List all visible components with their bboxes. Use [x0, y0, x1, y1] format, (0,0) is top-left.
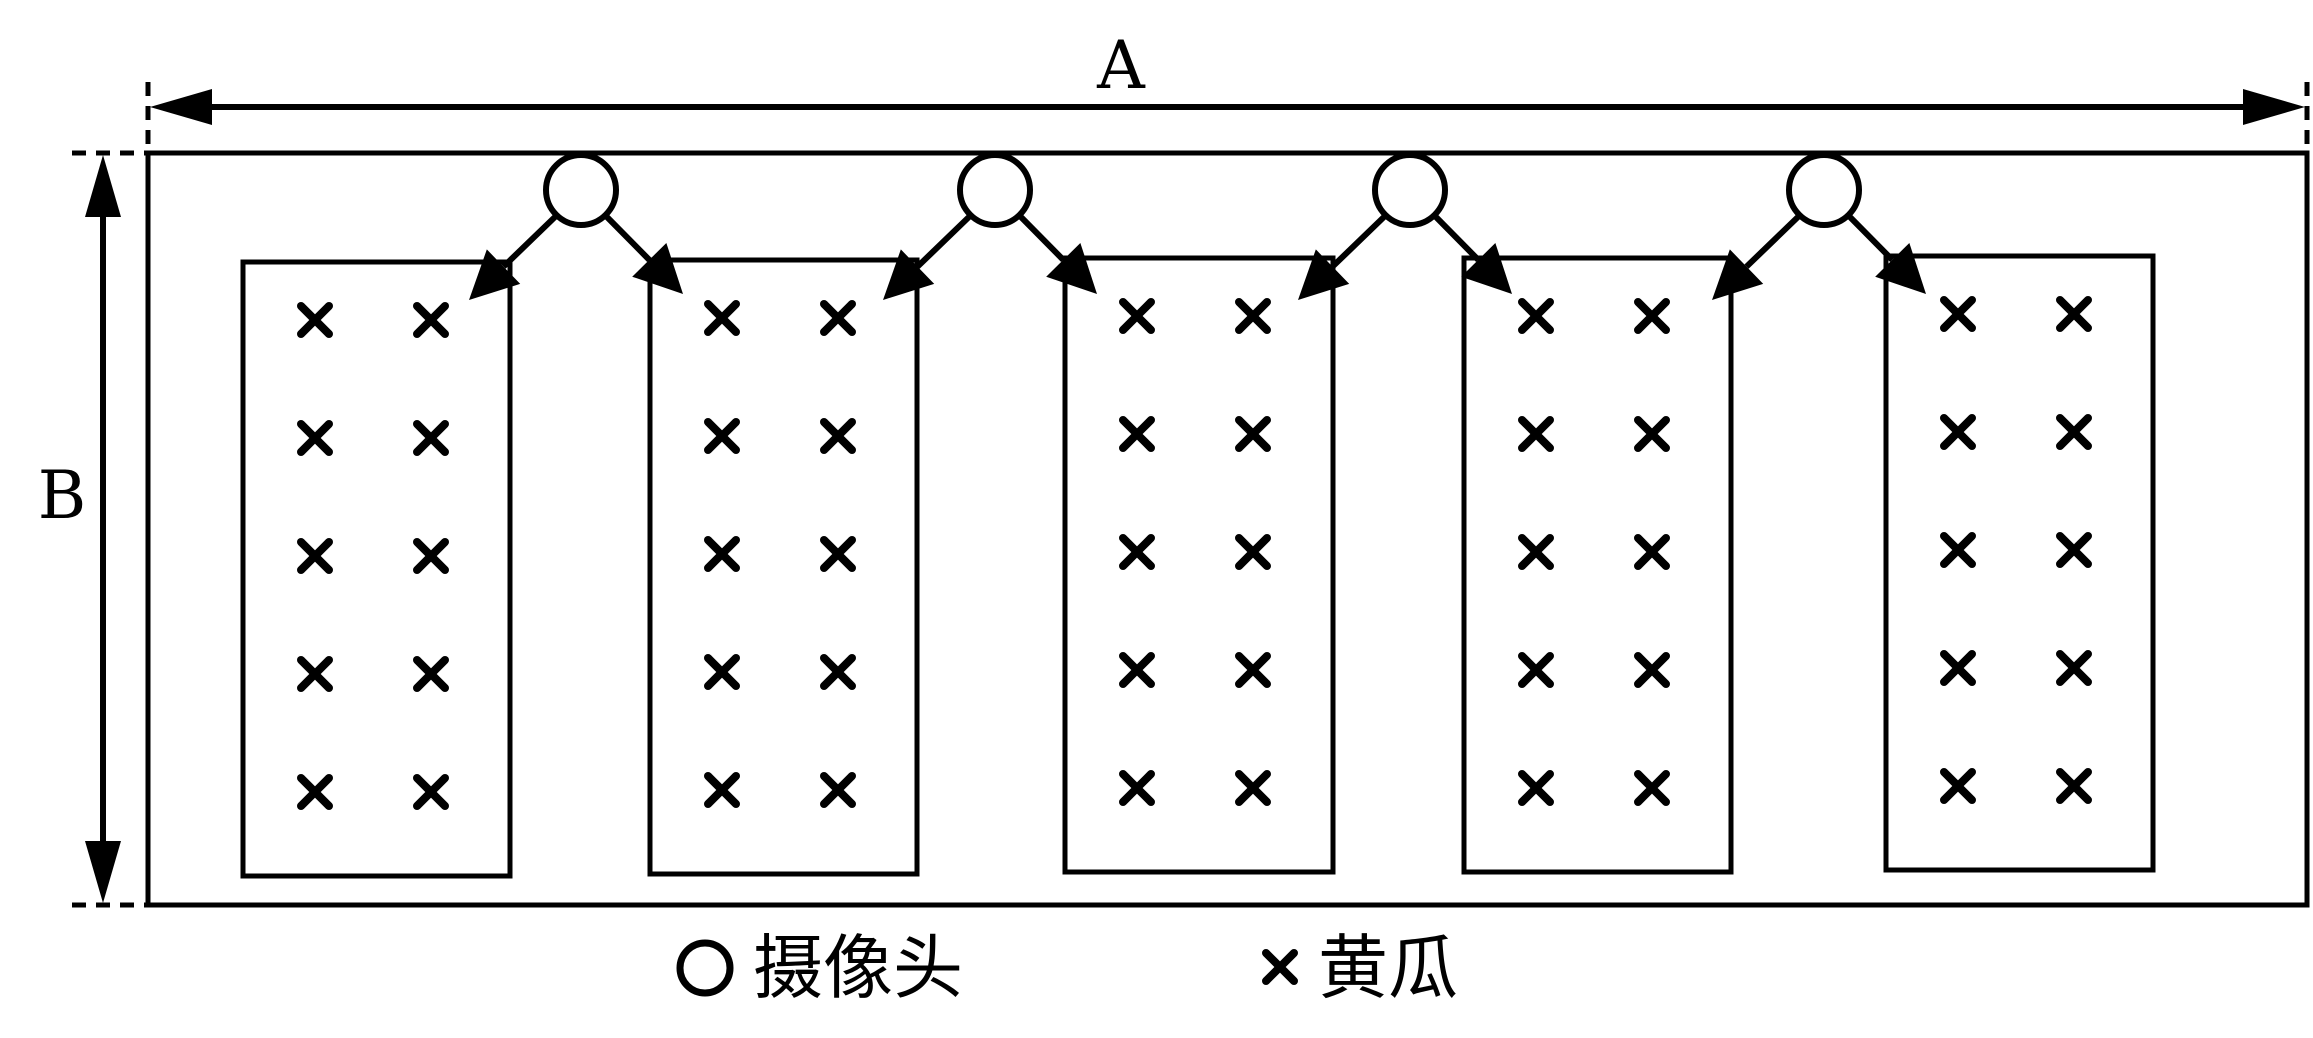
cucumber-icon: [1119, 770, 1155, 806]
cucumber-icon: [820, 300, 856, 336]
dimension-b-arrow-bottom: [85, 841, 121, 903]
cucumber-icon: [297, 774, 333, 810]
cucumber-icon: [2056, 296, 2092, 332]
dimension-a: A: [145, 27, 2310, 155]
cucumber-icon: [1235, 298, 1271, 334]
cucumber-icon: [1119, 534, 1155, 570]
cucumber-icon: [413, 774, 449, 810]
planting-bed-outline: [1062, 255, 1336, 875]
cucumber-icon: [1235, 770, 1271, 806]
dimension-a-arrow-right: [2243, 89, 2305, 125]
camera-icon: [543, 152, 619, 228]
cucumber-icon: [1940, 414, 1976, 450]
planting-bed-outline: [647, 257, 920, 877]
cucumber-icon: [297, 420, 333, 456]
cucumber-icon: [2056, 768, 2092, 804]
cucumber-icon: [297, 538, 333, 574]
dimension-a-label: A: [1096, 27, 1146, 104]
cucumber-icon: [820, 536, 856, 572]
cucumber-icon: [1518, 652, 1554, 688]
planting-beds: [240, 253, 2156, 879]
cucumber-icon: [1235, 416, 1271, 452]
cucumber-icon: [1518, 416, 1554, 452]
camera-view-arrow: [1016, 212, 1097, 294]
cucumber-icon: [2056, 650, 2092, 686]
camera-view-arrow: [1298, 212, 1389, 300]
greenhouse-outline: [145, 150, 2310, 908]
cucumber-icon: [2056, 532, 2092, 568]
cucumber-icon: [413, 302, 449, 338]
cucumber-icon: [1634, 652, 1670, 688]
cucumber-icon: [1119, 298, 1155, 334]
cucumber-icon: [1518, 534, 1554, 570]
cucumber-icon: [820, 418, 856, 454]
cucumber-icon: [1940, 296, 1976, 332]
camera-view-arrows: [469, 212, 1926, 300]
cucumber-icon: [704, 300, 740, 336]
cucumber-icon: [413, 420, 449, 456]
legend: 摄像头 黄瓜: [676, 927, 1458, 1009]
legend-camera-icon: [676, 939, 734, 997]
planting-bed: [240, 259, 513, 879]
planting-bed: [1883, 253, 2156, 873]
cucumber-icon: [1634, 534, 1670, 570]
cucumber-icon: [704, 418, 740, 454]
cucumber-icon: [704, 772, 740, 808]
cucumber-icon: [1940, 532, 1976, 568]
planting-bed: [1461, 255, 1734, 875]
cucumber-icon: [2056, 414, 2092, 450]
camera-view-arrow: [602, 212, 683, 294]
cucumber-icon: [1518, 770, 1554, 806]
cucumber-icon: [1634, 416, 1670, 452]
camera-icon: [1372, 152, 1448, 228]
legend-camera-label: 摄像头: [753, 927, 963, 1009]
dimension-b-label: B: [38, 457, 87, 534]
camera-view-arrow: [1712, 212, 1803, 300]
planting-bed-outline: [1461, 255, 1734, 875]
cucumber-icon: [1634, 770, 1670, 806]
planting-bed: [647, 257, 920, 877]
planting-bed: [1062, 255, 1336, 875]
camera-view-arrow: [883, 212, 974, 300]
camera-view-arrow: [1845, 212, 1926, 294]
cucumber-icon: [1634, 298, 1670, 334]
planting-bed-outline: [240, 259, 513, 879]
legend-cucumber-icon: [1262, 949, 1298, 985]
cucumber-icon: [704, 654, 740, 690]
cucumber-icon: [297, 656, 333, 692]
camera-view-arrow: [1431, 212, 1512, 294]
cucumber-icon: [820, 772, 856, 808]
dimension-a-arrow-left: [150, 89, 212, 125]
cucumber-icon: [297, 302, 333, 338]
cucumber-icon: [1235, 534, 1271, 570]
cucumber-icon: [704, 536, 740, 572]
cucumber-icon: [1940, 650, 1976, 686]
cucumber-icon: [1518, 298, 1554, 334]
cucumber-icon: [820, 654, 856, 690]
cucumber-icon: [1119, 416, 1155, 452]
legend-cucumber-label: 黄瓜: [1318, 927, 1458, 1009]
cucumber-icon: [1940, 768, 1976, 804]
cucumber-icon: [413, 538, 449, 574]
dimension-b: B: [38, 150, 148, 908]
dimension-b-arrow-top: [85, 155, 121, 217]
cucumber-icon: [1119, 652, 1155, 688]
cucumber-icon: [413, 656, 449, 692]
cucumber-icon: [1235, 652, 1271, 688]
cameras: [543, 152, 1862, 228]
camera-icon: [1786, 152, 1862, 228]
camera-icon: [957, 152, 1033, 228]
planting-bed-outline: [1883, 253, 2156, 873]
camera-view-arrow: [469, 212, 560, 300]
